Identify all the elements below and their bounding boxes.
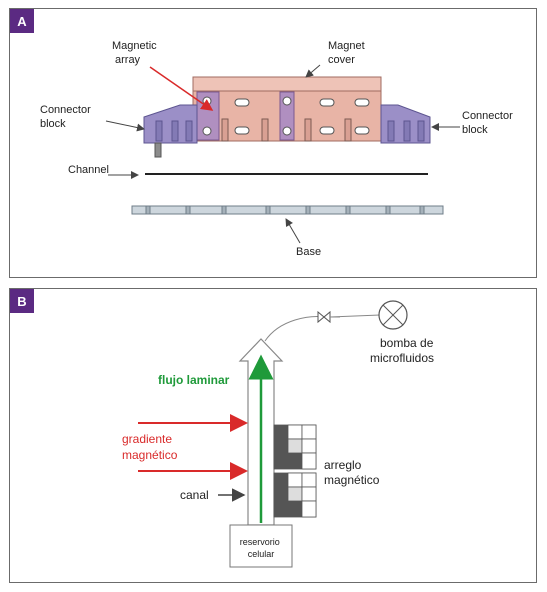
base-plate	[131, 205, 444, 215]
connector-block-left-label: Connector block	[40, 104, 94, 130]
panel-b: B	[9, 288, 537, 583]
array-label: arreglo magnético	[324, 458, 380, 487]
magnet-device-diagram: Magnetic array Magnet cover Connector bl…	[40, 40, 516, 258]
laminar-flow-label: flujo laminar	[158, 373, 230, 387]
base-label: Base	[296, 246, 321, 258]
pump-label: bomba de microfluidos	[370, 336, 437, 365]
magnet-cover-label: Magnet cover	[328, 40, 368, 66]
gradient-label: gradiente magnético	[122, 432, 178, 462]
reservoir-label: reservorio celular	[240, 537, 283, 559]
magnetic-array	[273, 424, 317, 518]
panel-a: A	[9, 8, 537, 278]
panel-a-tag: A	[10, 9, 34, 33]
channel-label: Channel	[68, 164, 109, 176]
connector-block-right-label: Connector block	[462, 110, 516, 136]
flow-chip-diagram: reservorio celular bomba de microfluidos…	[122, 300, 437, 568]
panel-b-tag: B	[10, 289, 34, 313]
magnetic-array-label: Magnetic array	[112, 40, 160, 66]
cell-reservoir	[229, 524, 293, 568]
valve-icon	[317, 310, 331, 324]
channel-label-b: canal	[180, 488, 209, 502]
